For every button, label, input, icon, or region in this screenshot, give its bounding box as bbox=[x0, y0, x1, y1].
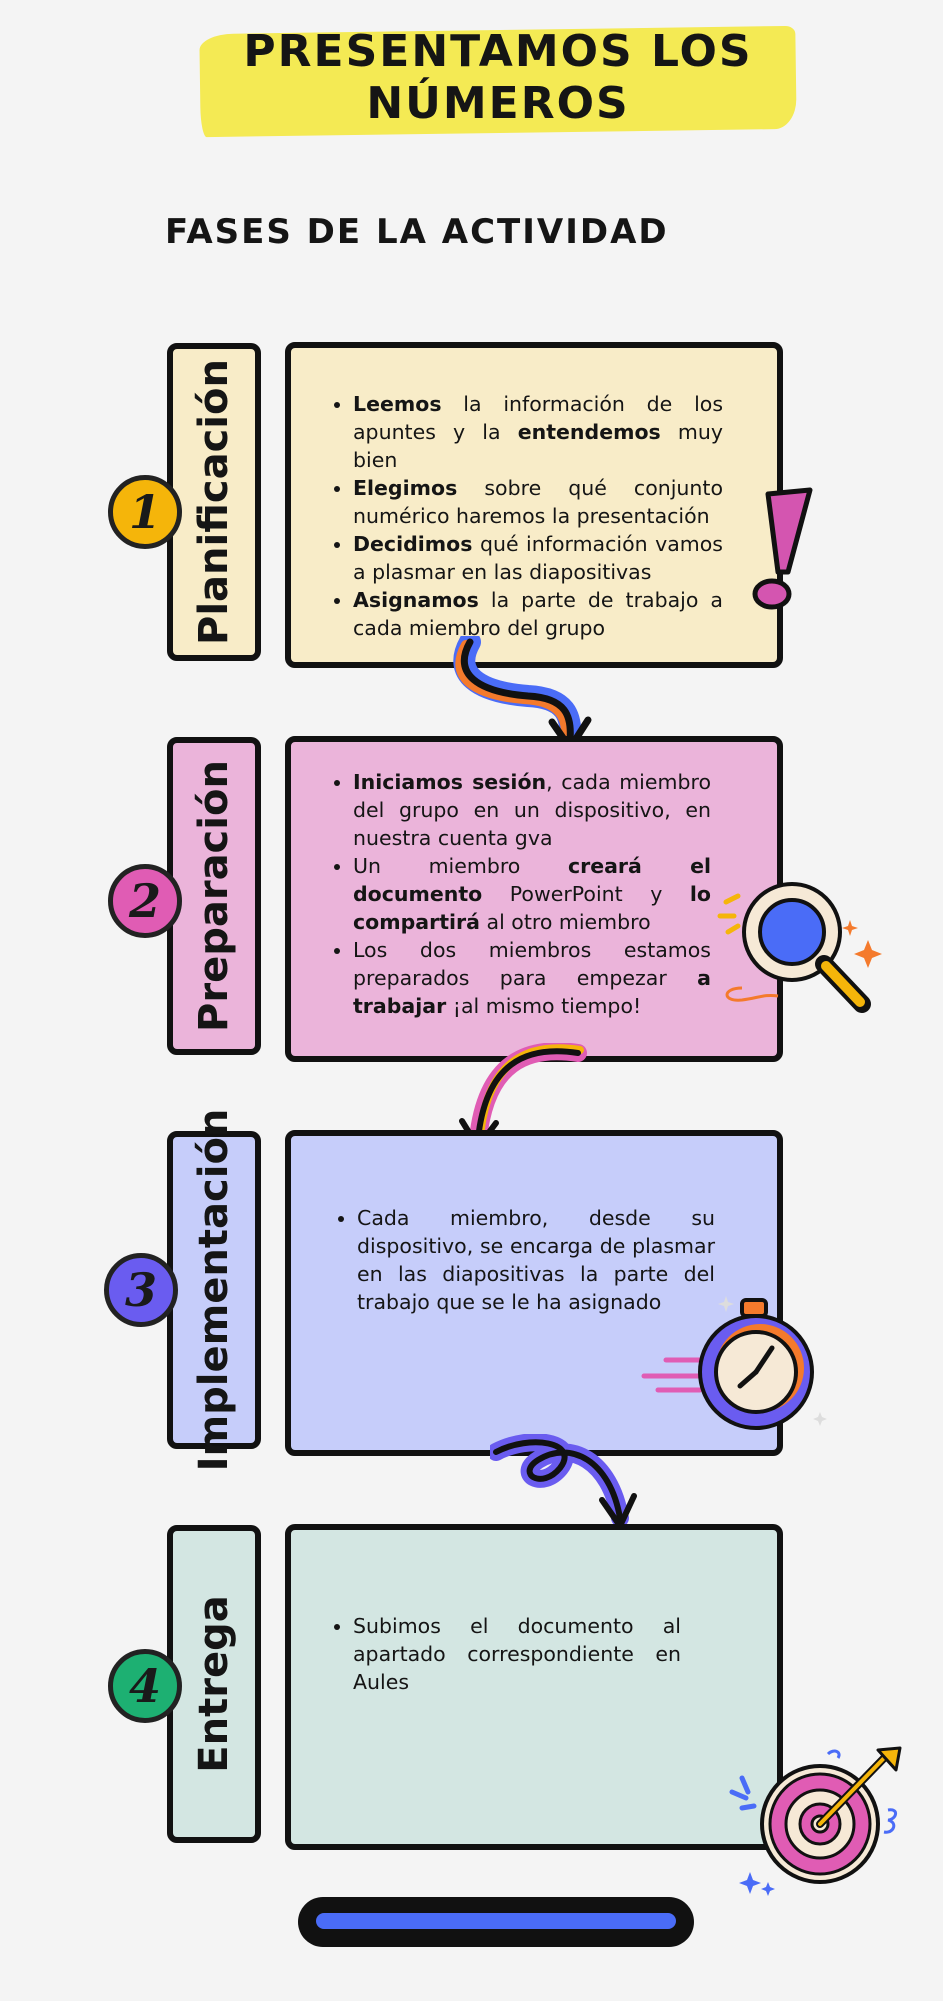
list-item: Cada miembro, desde su dispositivo, se e… bbox=[357, 1204, 715, 1316]
exclamation-icon bbox=[752, 487, 813, 610]
phase-2-label: Preparación bbox=[191, 760, 237, 1032]
target-icon bbox=[729, 1746, 902, 1896]
phase-1-content-box: Leemos la información de los apuntes y l… bbox=[285, 342, 783, 668]
phase-1-label: Planificación bbox=[191, 359, 237, 645]
list-item: Un miembro creará el documento PowerPoin… bbox=[353, 852, 711, 936]
phase-2-number-badge: 2 bbox=[108, 864, 182, 938]
page-title: PRESENTAMOS LOS NÚMEROS bbox=[200, 26, 796, 130]
list-item: Asignamos la parte de trabajo a cada mie… bbox=[353, 586, 723, 642]
page-title-line1: PRESENTAMOS LOS bbox=[243, 26, 753, 77]
phase-2-label-box: Preparación bbox=[167, 737, 261, 1055]
list-item: Los dos miembros estamos preparados para… bbox=[353, 936, 711, 1020]
arrow-down-icon bbox=[453, 636, 592, 752]
phase-4-number-badge: 4 bbox=[108, 1649, 182, 1723]
list-item: Decidimos qué información vamos a plasma… bbox=[353, 530, 723, 586]
phase-1-number-badge: 1 bbox=[108, 475, 182, 549]
bottom-progress-bar bbox=[298, 1897, 694, 1947]
phase-2-content-box: Iniciamos sesión, cada miembro del grupo… bbox=[285, 736, 783, 1062]
page-title-line2: NÚMEROS bbox=[366, 78, 630, 129]
phase-4-list: Subimos el documento al apartado corresp… bbox=[331, 1612, 681, 1696]
phase-2-list: Iniciamos sesión, cada miembro del grupo… bbox=[331, 768, 711, 1020]
stopwatch-icon bbox=[641, 1296, 827, 1430]
list-item: Subimos el documento al apartado corresp… bbox=[353, 1612, 681, 1696]
phase-1-label-box: Planificación bbox=[167, 343, 261, 661]
phase-3-list: Cada miembro, desde su dispositivo, se e… bbox=[335, 1204, 715, 1316]
phase-2-number: 2 bbox=[128, 874, 161, 928]
bottom-progress-fill bbox=[316, 1913, 676, 1929]
list-item: Iniciamos sesión, cada miembro del grupo… bbox=[353, 768, 711, 852]
phase-3-number: 3 bbox=[124, 1263, 157, 1317]
phase-3-label-box: Implementación bbox=[167, 1109, 261, 1471]
phase-3-label: Implementación bbox=[191, 1108, 237, 1472]
phase-4-content-box: Subimos el documento al apartado corresp… bbox=[285, 1524, 783, 1850]
list-item: Elegimos sobre qué conjunto numérico har… bbox=[353, 474, 723, 530]
list-item: Leemos la información de los apuntes y l… bbox=[353, 390, 723, 474]
phase-1-list: Leemos la información de los apuntes y l… bbox=[331, 390, 723, 642]
magnifier-icon bbox=[717, 882, 882, 1013]
phase-4-label: Entrega bbox=[191, 1595, 237, 1773]
section-subtitle: FASES DE LA ACTIVIDAD bbox=[165, 212, 669, 252]
phase-1-number: 1 bbox=[128, 485, 161, 539]
phase-3-number-badge: 3 bbox=[104, 1253, 178, 1327]
phase-4-number: 4 bbox=[128, 1659, 161, 1713]
